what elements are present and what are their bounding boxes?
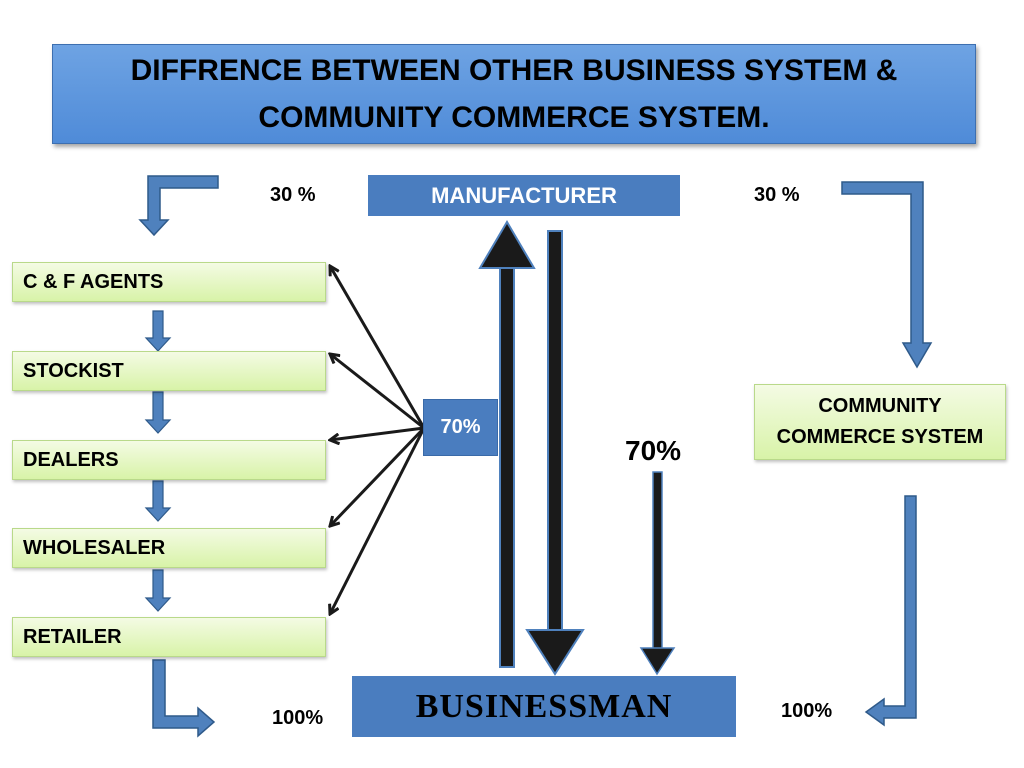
chain-box-stockist: STOCKIST bbox=[12, 351, 326, 391]
fan-arrow-wholesaler bbox=[330, 426, 426, 526]
chain-label-wholesaler: WHOLESALER bbox=[23, 536, 166, 559]
chain-label-cf-agents: C & F AGENTS bbox=[23, 270, 164, 293]
down-arrow-4 bbox=[144, 569, 172, 612]
percent-bottom-left: 100% bbox=[272, 707, 324, 729]
fan-arrow-cf-agents bbox=[330, 266, 426, 429]
chain-box-dealers: DEALERS bbox=[12, 440, 326, 480]
small-down-arrow-center-right bbox=[639, 471, 676, 676]
fan-arrows bbox=[330, 266, 426, 614]
percent-center-right: 70% bbox=[625, 435, 682, 466]
chain-label-retailer: RETAILER bbox=[23, 625, 122, 648]
bent-arrow-top-left bbox=[138, 175, 219, 237]
chain-box-retailer: RETAILER bbox=[12, 617, 326, 657]
fan-arrow-dealers bbox=[330, 426, 425, 440]
percent-right-top: 30 % bbox=[754, 184, 800, 206]
down-arrow-2 bbox=[144, 391, 172, 434]
title-line-2: COMMUNITY COMMERCE SYSTEM. bbox=[258, 101, 770, 134]
percent-bottom-right: 100% bbox=[781, 700, 833, 722]
manufacturer-box: MANUFACTURER bbox=[368, 175, 680, 216]
title-line-1: DIFFRENCE BETWEEN OTHER BUSINESS SYSTEM … bbox=[130, 54, 898, 87]
bent-arrow-top-right bbox=[841, 181, 933, 369]
down-arrow-3 bbox=[144, 480, 172, 522]
bent-arrow-bottom-right bbox=[864, 495, 917, 727]
big-up-arrow bbox=[478, 220, 536, 668]
businessman-label: BUSINESSMAN bbox=[415, 687, 673, 725]
center-percent-label: 70% bbox=[440, 416, 481, 438]
businessman-box: BUSINESSMAN bbox=[352, 676, 736, 737]
big-down-arrow bbox=[525, 230, 585, 676]
percent-left-top: 30 % bbox=[270, 184, 316, 206]
chain-down-arrows bbox=[144, 310, 172, 612]
down-arrow-1 bbox=[144, 310, 172, 352]
fan-arrow-retailer bbox=[330, 427, 426, 614]
community-commerce-box: COMMUNITY COMMERCE SYSTEM bbox=[754, 384, 1006, 460]
chain-label-stockist: STOCKIST bbox=[23, 359, 124, 382]
chain-label-dealers: DEALERS bbox=[23, 448, 119, 471]
title-banner: DIFFRENCE BETWEEN OTHER BUSINESS SYSTEM … bbox=[52, 44, 976, 144]
page-title: DIFFRENCE BETWEEN OTHER BUSINESS SYSTEM … bbox=[84, 47, 944, 141]
chain-box-wholesaler: WHOLESALER bbox=[12, 528, 326, 568]
fan-arrow-stockist bbox=[330, 354, 425, 430]
center-percent-box: 70% bbox=[423, 399, 498, 456]
bent-arrow-bottom-left bbox=[152, 659, 216, 738]
community-line-2: COMMERCE SYSTEM bbox=[776, 426, 984, 448]
chain-box-cf-agents: C & F AGENTS bbox=[12, 262, 326, 302]
manufacturer-label: MANUFACTURER bbox=[431, 182, 617, 208]
community-line-1: COMMUNITY bbox=[818, 395, 942, 417]
